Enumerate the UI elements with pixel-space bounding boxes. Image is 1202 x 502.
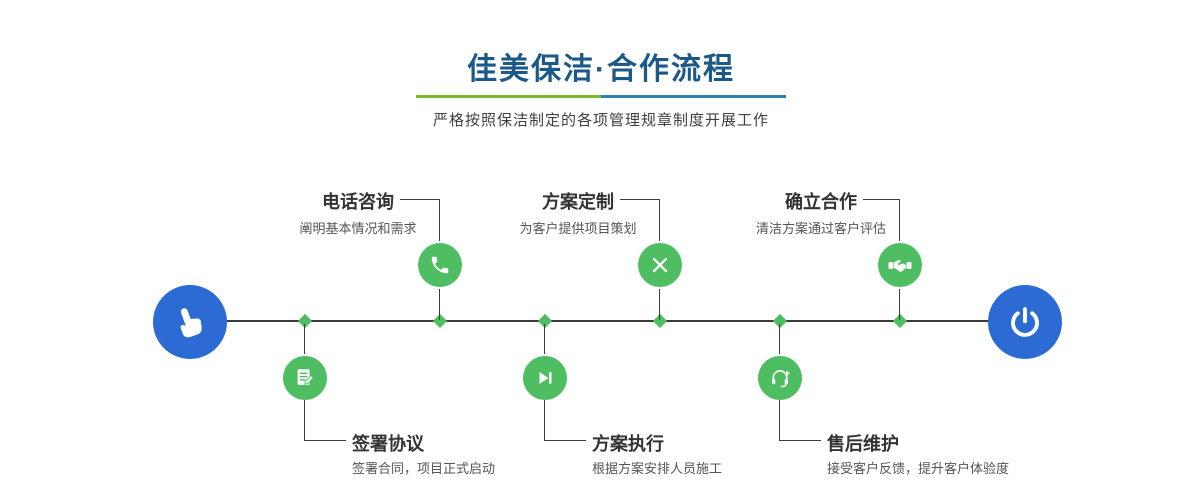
- connector: [620, 199, 660, 200]
- step-title-confirm-coop: 确立合作: [785, 192, 857, 212]
- connector: [779, 440, 821, 441]
- timeline-diamond: [297, 313, 313, 329]
- connector: [779, 324, 780, 356]
- divider-blue-segment: [601, 95, 786, 98]
- timeline-diamond: [892, 313, 908, 329]
- divider-green-segment: [416, 95, 601, 98]
- timeline-start-node: [153, 285, 227, 359]
- connector: [779, 400, 780, 441]
- step-title-phone-consult: 电话咨询: [322, 192, 394, 212]
- connector: [899, 287, 900, 320]
- timeline-diamond: [772, 313, 788, 329]
- power-icon: [1007, 304, 1043, 340]
- design-tools-icon: [649, 254, 671, 276]
- connector: [544, 324, 545, 356]
- phone-icon: [429, 254, 451, 276]
- connector: [439, 287, 440, 320]
- step-desc-phone-consult: 阐明基本情况和需求: [299, 221, 417, 236]
- connector: [863, 199, 900, 200]
- timeline-diamond: [652, 313, 668, 329]
- connector: [544, 440, 586, 441]
- timeline-line: [190, 320, 1025, 322]
- step-desc-plan-custom: 为客户提供项目策划: [519, 221, 637, 236]
- step-node-plan-custom: [638, 243, 682, 287]
- step-node-sign-agreement: [283, 356, 327, 400]
- timeline-diamond: [432, 313, 448, 329]
- connector: [899, 199, 900, 243]
- connector: [304, 440, 346, 441]
- step-node-phone-consult: [418, 243, 462, 287]
- connector: [400, 199, 440, 200]
- step-node-plan-execute: [523, 356, 567, 400]
- handshake-icon: [888, 253, 912, 277]
- step-title-after-sales: 售后维护: [827, 434, 899, 454]
- connector: [439, 199, 440, 243]
- step-title-sign-agreement: 签署协议: [352, 434, 424, 454]
- timeline-diamond: [537, 313, 553, 329]
- step-node-confirm-coop: [878, 243, 922, 287]
- title-divider: [416, 95, 786, 98]
- step-node-after-sales: [758, 356, 802, 400]
- step-desc-confirm-coop: 清洁方案通过客户评估: [755, 221, 886, 236]
- connector: [304, 400, 305, 441]
- headset-icon: [769, 367, 792, 390]
- page-title: 佳美保洁·合作流程: [467, 53, 735, 86]
- hand-pointer-icon: [172, 304, 208, 340]
- connector: [659, 199, 660, 243]
- step-desc-sign-agreement: 签署合同，项目正式启动: [352, 461, 496, 476]
- play-icon: [534, 367, 556, 389]
- step-title-plan-custom: 方案定制: [542, 192, 614, 212]
- document-sign-icon: [294, 367, 316, 389]
- timeline-end-node: [988, 285, 1062, 359]
- connector: [544, 400, 545, 441]
- page-subtitle: 严格按照保洁制定的各项管理规章制度开展工作: [432, 112, 769, 129]
- step-title-plan-execute: 方案执行: [592, 434, 664, 454]
- connector: [659, 287, 660, 320]
- connector: [304, 324, 305, 356]
- step-desc-plan-execute: 根据方案安排人员施工: [592, 461, 723, 476]
- step-desc-after-sales: 接受客户反馈，提升客户体验度: [827, 461, 1010, 476]
